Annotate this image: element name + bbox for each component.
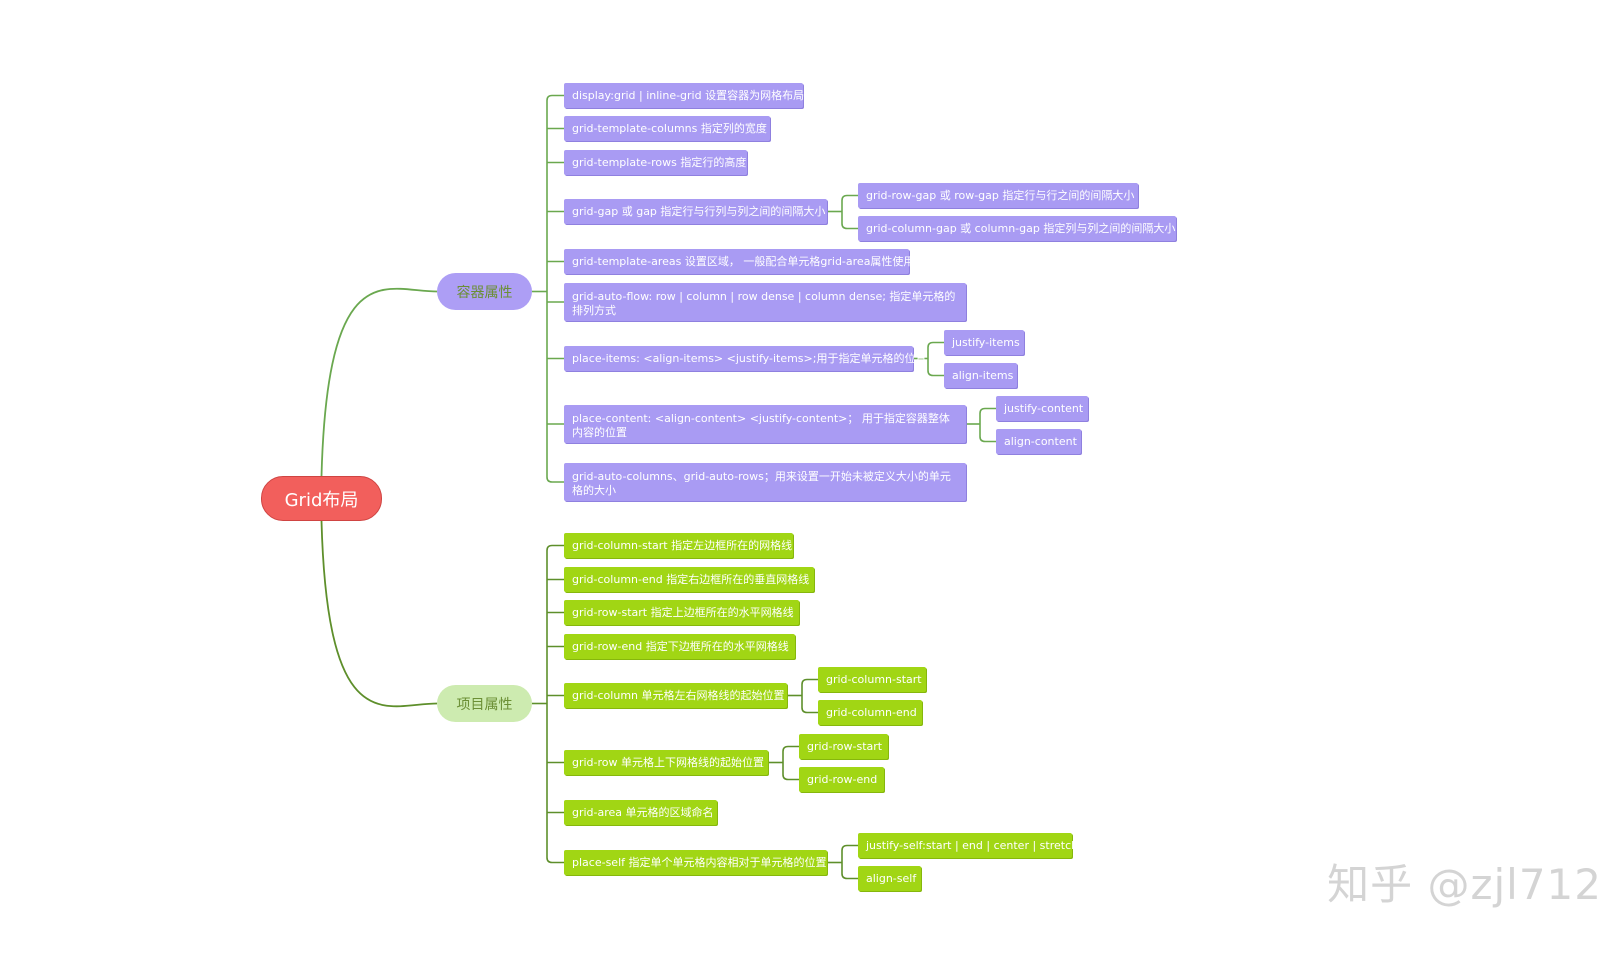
branch-container-properties[interactable]: 容器属性 [437,273,532,310]
item-place-self[interactable]: place-self 指定单个单元格内容相对于单元格的位置 [564,850,827,875]
sub-item-align-content[interactable]: align-content [996,429,1081,454]
container-item-auto-columns-rows[interactable]: grid-auto-columns、grid-auto-rows；用来设置一开始… [564,463,966,501]
sub-item-grid-row-start[interactable]: grid-row-start [799,734,888,759]
sub-item-grid-column-start[interactable]: grid-column-start [818,667,926,692]
item-row-end[interactable]: grid-row-end 指定下边框所在的水平网格线 [564,634,795,659]
sub-item-row-gap[interactable]: grid-row-gap 或 row-gap 指定行与行之间的间隔大小 [858,183,1138,208]
sub-item-justify-items[interactable]: justify-items [944,330,1024,355]
container-item-place-content[interactable]: place-content: <align-content> <justify-… [564,405,966,443]
item-grid-column[interactable]: grid-column 单元格左右网格线的起始位置 [564,683,787,708]
container-item-template-rows[interactable]: grid-template-rows 指定行的高度 [564,150,747,175]
root-node[interactable]: Grid布局 [261,476,382,521]
sub-item-align-items[interactable]: align-items [944,363,1017,388]
container-item-auto-flow[interactable]: grid-auto-flow: row | column | row dense… [564,283,966,321]
sub-item-justify-self[interactable]: justify-self:start | end | center | stre… [858,833,1082,858]
container-item-place-items[interactable]: place-items: <align-items> <justify-item… [564,346,926,371]
sub-item-grid-column-end[interactable]: grid-column-end [818,700,922,725]
item-grid-area[interactable]: grid-area 单元格的区域命名 [564,800,717,825]
container-item-display[interactable]: display:grid | inline-grid 设置容器为网格布局 [564,83,804,108]
container-item-template-columns[interactable]: grid-template-columns 指定列的宽度 [564,116,770,141]
sub-item-align-self[interactable]: align-self [858,866,921,891]
sub-item-grid-row-end[interactable]: grid-row-end [799,767,884,792]
container-item-gap[interactable]: grid-gap 或 gap 指定行与行列与列之间的间隔大小 [564,199,827,224]
watermark: 知乎 @zjl712 [1327,860,1602,909]
item-row-start[interactable]: grid-row-start 指定上边框所在的水平网格线 [564,600,799,625]
item-column-end[interactable]: grid-column-end 指定右边框所在的垂直网格线 [564,567,814,592]
container-item-template-areas[interactable]: grid-template-areas 设置区域， 一般配合单元格grid-ar… [564,249,914,274]
branch-item-properties[interactable]: 项目属性 [437,685,532,722]
sub-item-justify-content[interactable]: justify-content [996,396,1088,421]
sub-item-column-gap[interactable]: grid-column-gap 或 column-gap 指定列与列之间的间隔大… [858,216,1176,241]
item-grid-row[interactable]: grid-row 单元格上下网格线的起始位置 [564,750,768,775]
item-column-start[interactable]: grid-column-start 指定左边框所在的网格线 [564,533,793,558]
